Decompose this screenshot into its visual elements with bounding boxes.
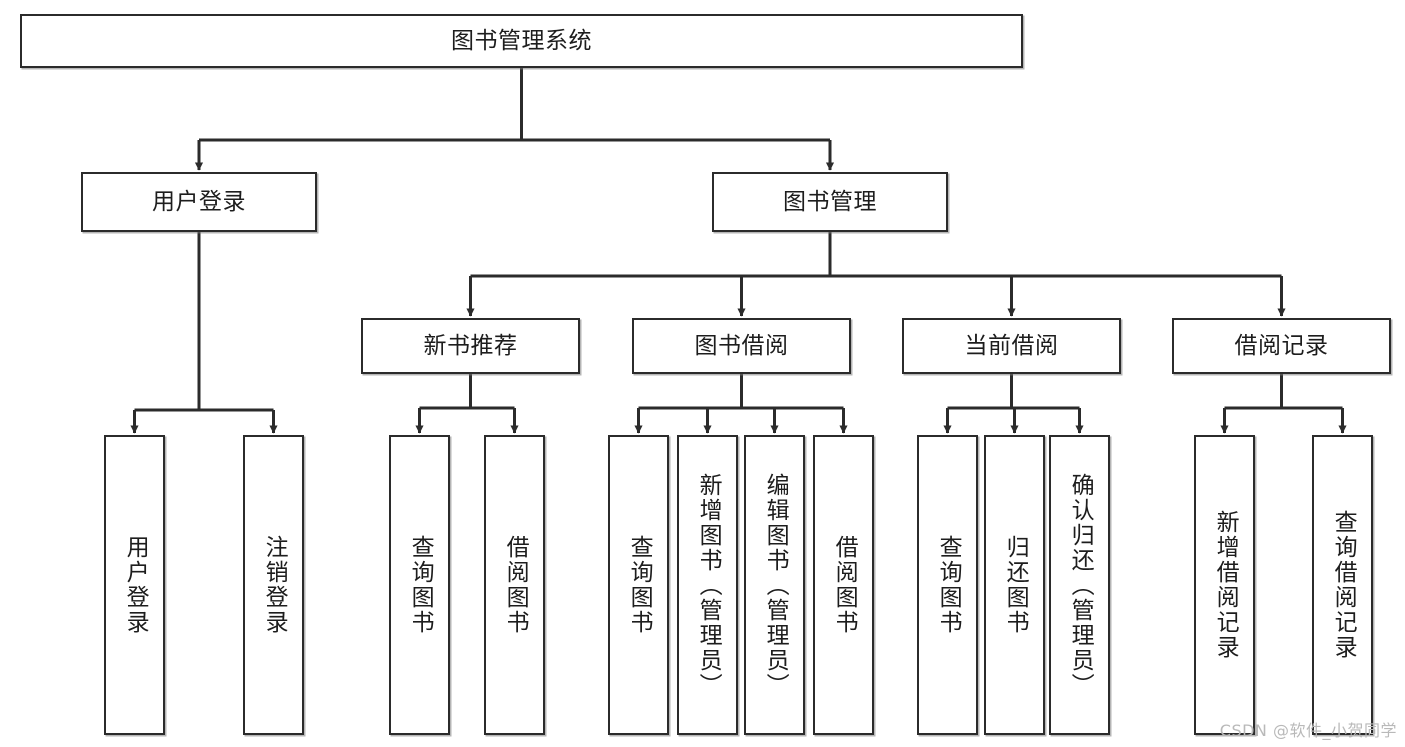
node-leaf-user-login[interactable]: 用户登录 <box>104 435 165 735</box>
node-leaf-borrow-lend[interactable]: 借阅图书 <box>813 435 874 735</box>
node-leaf-cur-query[interactable]: 查询图书 <box>917 435 978 735</box>
node-leaf-rec-add[interactable]: 新增借阅记录 <box>1194 435 1255 735</box>
node-label-leaf-rec-search: 查询借阅记录 <box>1330 510 1357 660</box>
node-label-root: 图书管理系统 <box>451 27 592 54</box>
node-borrow-record[interactable]: 借阅记录 <box>1172 318 1391 374</box>
node-leaf-borrow-query[interactable]: 查询图书 <box>608 435 669 735</box>
node-label-leaf-cur-query: 查询图书 <box>935 535 962 635</box>
node-user-login[interactable]: 用户登录 <box>81 172 317 232</box>
node-label-leaf-cur-return: 归还图书 <box>1002 535 1029 635</box>
node-current-borrow[interactable]: 当前借阅 <box>902 318 1121 374</box>
node-label-leaf-borrow-add: 新增图书（管理员） <box>695 472 722 698</box>
node-label-leaf-user-logout: 注销登录 <box>261 535 288 635</box>
node-book-borrow[interactable]: 图书借阅 <box>632 318 851 374</box>
node-leaf-rec-search[interactable]: 查询借阅记录 <box>1312 435 1373 735</box>
node-label-user-login: 用户登录 <box>152 188 246 215</box>
node-label-leaf-borrow-edit: 编辑图书（管理员） <box>762 472 789 698</box>
node-leaf-user-logout[interactable]: 注销登录 <box>243 435 304 735</box>
node-label-leaf-rec-borrow: 借阅图书 <box>502 535 529 635</box>
node-root[interactable]: 图书管理系统 <box>20 14 1023 68</box>
node-leaf-rec-borrow[interactable]: 借阅图书 <box>484 435 545 735</box>
node-label-leaf-cur-confirm: 确认归还（管理员） <box>1067 472 1094 698</box>
node-leaf-cur-return[interactable]: 归还图书 <box>984 435 1045 735</box>
node-label-book-manage: 图书管理 <box>783 188 877 215</box>
node-label-current-borrow: 当前借阅 <box>964 332 1059 359</box>
node-label-new-book-rec: 新书推荐 <box>423 332 518 359</box>
node-label-book-borrow: 图书借阅 <box>694 332 789 359</box>
node-leaf-borrow-edit[interactable]: 编辑图书（管理员） <box>744 435 805 735</box>
node-label-borrow-record: 借阅记录 <box>1234 332 1329 359</box>
node-book-manage[interactable]: 图书管理 <box>712 172 948 232</box>
node-label-leaf-borrow-query: 查询图书 <box>626 535 653 635</box>
node-label-leaf-user-login: 用户登录 <box>122 535 149 635</box>
node-leaf-rec-query[interactable]: 查询图书 <box>389 435 450 735</box>
watermark-text: CSDN @软件_小贺同学 <box>1219 721 1397 740</box>
node-label-leaf-rec-query: 查询图书 <box>407 535 434 635</box>
node-leaf-cur-confirm[interactable]: 确认归还（管理员） <box>1049 435 1110 735</box>
node-leaf-borrow-add[interactable]: 新增图书（管理员） <box>677 435 738 735</box>
node-label-leaf-rec-add: 新增借阅记录 <box>1212 510 1239 660</box>
node-label-leaf-borrow-lend: 借阅图书 <box>831 535 858 635</box>
node-new-book-rec[interactable]: 新书推荐 <box>361 318 580 374</box>
